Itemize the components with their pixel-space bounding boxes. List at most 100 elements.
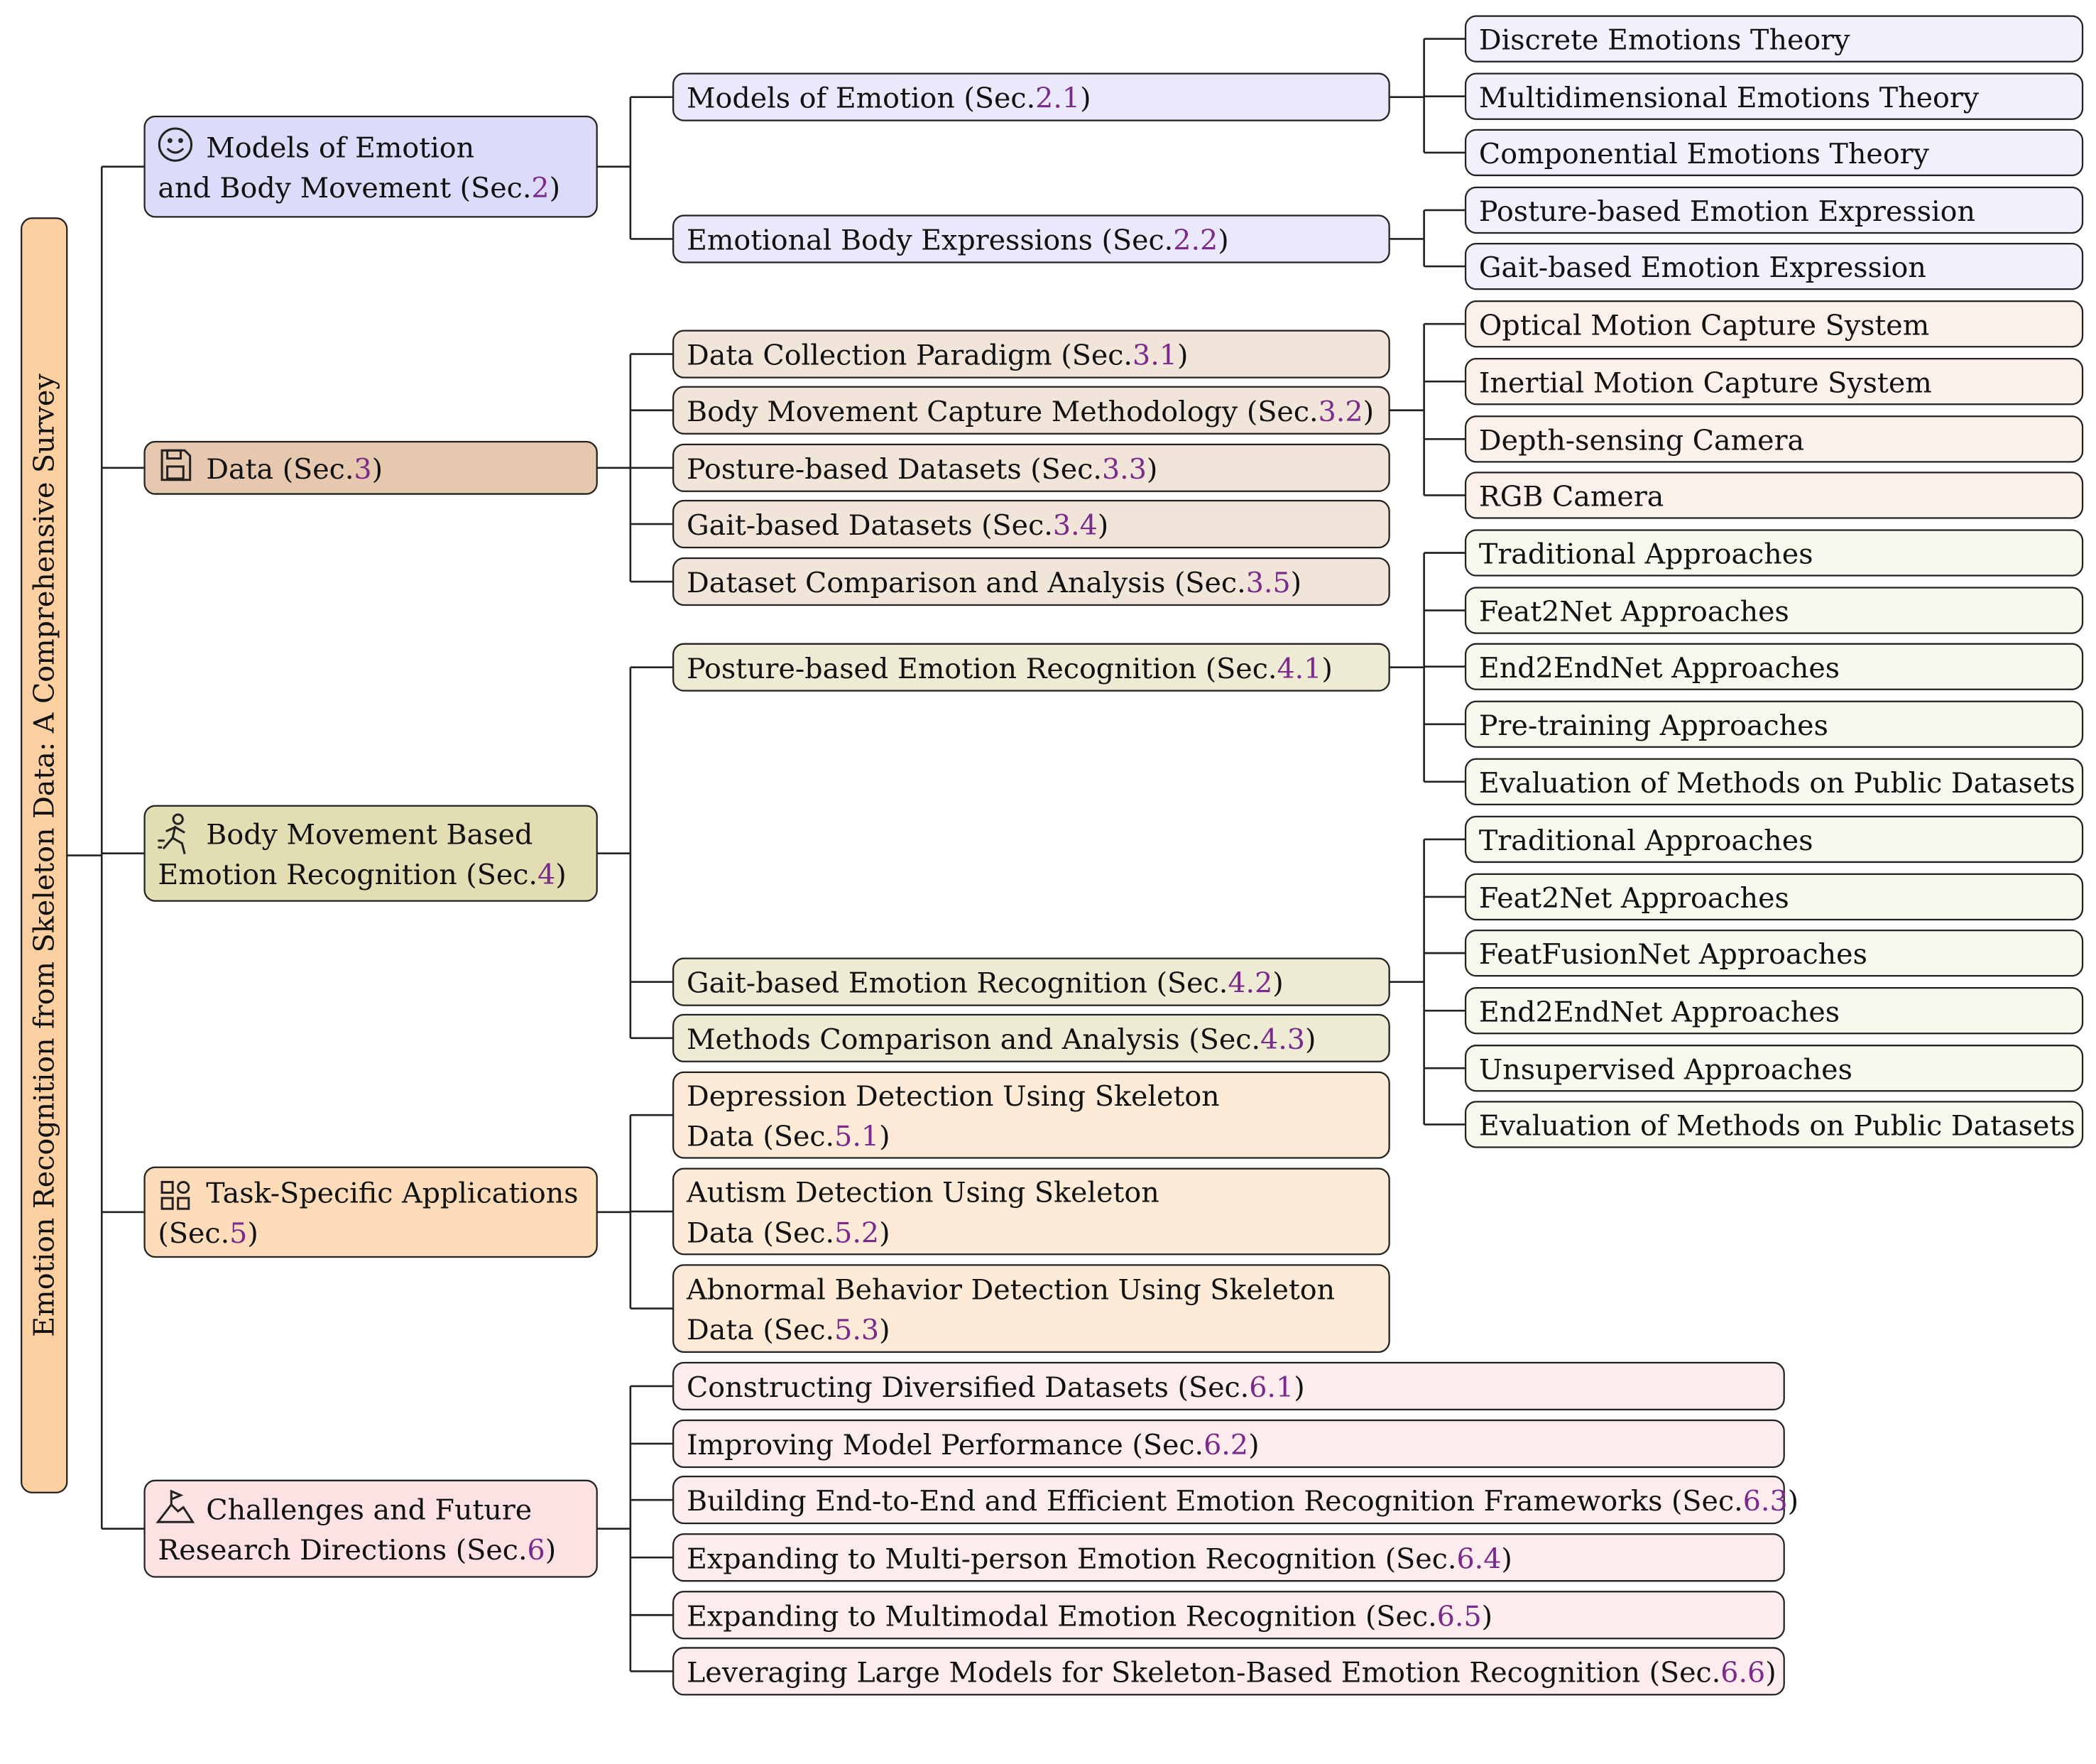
subsection-4-2-line: Gait-based Emotion Recognition (Sec. [687,967,1228,1000]
category-apps-label: Task-Specific Applications(Sec.5) [158,1177,578,1251]
leaf-node-line: RGB Camera [1479,481,1664,513]
subsection-3-5-label: Dataset Comparison and Analysis (Sec.3.5… [687,567,1301,599]
subsection-3-1-label: Data Collection Paradigm (Sec.3.1) [687,339,1188,372]
subsection-6-4-box [672,1533,1785,1582]
leaf-node-label: Feat2Net Approaches [1479,882,1789,915]
close-paren: ) [1248,1429,1259,1461]
subsection-3-4-box [672,499,1390,549]
leaf-node: Traditional Approaches [1464,815,2084,864]
subsection-4-3-box [672,1013,1390,1062]
subsection-3-2: Body Movement Capture Methodology (Sec.3… [672,386,1390,435]
subsection-6-5-line: Expanding to Multimodal Emotion Recognit… [687,1600,1437,1633]
leaf-node-label: Gait-based Emotion Expression [1479,251,1926,284]
subsection-2-2-label: Emotional Body Expressions (Sec.2.2) [687,224,1229,257]
floppy-disk-icon [160,449,192,481]
leaf-node-label: End2EndNet Approaches [1479,996,1840,1028]
section-number: 3.5 [1246,567,1291,599]
subsection-3-1-line: Data Collection Paradigm (Sec. [687,339,1132,372]
leaf-node: Componential Emotions Theory [1464,129,2084,177]
category-chal-box [143,1479,598,1578]
leaf-node-label: Feat2Net Approaches [1479,596,1789,628]
category-chal-line: Challenges and Future [206,1493,532,1526]
section-number: 4.1 [1277,653,1321,685]
category-data-line: Data (Sec. [206,453,354,486]
leaf-node: Depth-sensing Camera [1464,415,2084,463]
subsection-4-3-line: Methods Comparison and Analysis (Sec. [687,1023,1260,1056]
subsection-4-3-label: Methods Comparison and Analysis (Sec.4.3… [687,1023,1316,1056]
leaf-node-box [1464,1101,2084,1148]
leaf-node-box [1464,472,2084,519]
subsection-6-1-label: Constructing Diversified Datasets (Sec.6… [687,1371,1305,1404]
subsection-5-3-label: Abnormal Behavior Detection Using Skelet… [686,1273,1335,1346]
subsection-2-1-box [672,72,1390,121]
subsection-3-2-label: Body Movement Capture Methodology (Sec.3… [687,396,1374,428]
subsection-6-2: Improving Model Performance (Sec.6.2) [672,1419,1785,1469]
subsection-5-2-line: Autism Detection Using Skeleton [686,1177,1159,1209]
subsection-4-3: Methods Comparison and Analysis (Sec.4.3… [672,1013,1390,1062]
subsection-4-1: Posture-based Emotion Recognition (Sec.4… [672,643,1390,692]
subsection-3-3-label: Posture-based Datasets (Sec.3.3) [687,453,1157,486]
close-paren: ) [550,172,560,205]
subsection-2-2-line: Emotional Body Expressions (Sec. [687,224,1173,257]
tree-nodes: Emotion Recognition from Skeleton Data: … [21,15,2084,1696]
leaf-node-box [1464,815,2084,864]
leaf-node-box [1464,873,2084,921]
section-number: 2.1 [1035,82,1080,115]
leaf-node-box [1464,72,2084,120]
root-box [21,217,68,1493]
subsection-3-5: Dataset Comparison and Analysis (Sec.3.5… [672,557,1390,606]
section-number: 3.1 [1132,339,1177,372]
leaf-node-line: Discrete Emotions Theory [1479,24,1850,57]
subsection-6-3-label: Building End-to-End and Efficient Emotio… [687,1485,1798,1518]
leaf-node-line: Componential Emotions Theory [1479,138,1930,170]
subsection-5-3-line: Abnormal Behavior Detection Using Skelet… [686,1273,1335,1306]
subsection-6-2-line: Improving Model Performance (Sec. [687,1429,1203,1461]
section-number: 2.2 [1173,224,1218,257]
subsection-6-3-box [672,1476,1785,1525]
subsection-6-6: Leveraging Large Models for Skeleton-Bas… [672,1647,1785,1696]
subsection-6-6-label: Leveraging Large Models for Skeleton-Bas… [687,1657,1776,1689]
leaf-node-line: Feat2Net Approaches [1479,596,1789,628]
running-person-icon [158,813,186,854]
close-paren: ) [1080,82,1091,115]
subsection-3-2-line: Body Movement Capture Methodology (Sec. [687,396,1319,428]
leaf-node-box [1464,700,2084,748]
subsection-2-1-label: Models of Emotion (Sec.2.1) [687,82,1091,115]
leaf-node-label: Inertial Motion Capture System [1479,366,1932,399]
leaf-node-label: Pre-training Approaches [1479,709,1828,742]
subsection-6-1-box [672,1361,1785,1411]
leaf-node-line: Traditional Approaches [1479,538,1813,571]
close-paren: ) [1765,1657,1776,1689]
leaf-node: Feat2Net Approaches [1464,873,2084,921]
leaf-node: Pre-training Approaches [1464,700,2084,748]
subsection-6-3: Building End-to-End and Efficient Emotio… [672,1476,1798,1525]
subsection-4-1-box [672,643,1390,692]
subsection-4-2-box [672,957,1390,1006]
section-number: 4.2 [1228,967,1272,1000]
leaf-node: Traditional Approaches [1464,529,2084,577]
subsection-6-6-line: Leveraging Large Models for Skeleton-Bas… [687,1657,1720,1689]
leaf-node-label: Optical Motion Capture System [1479,309,1929,342]
apps-grid-icon [160,1180,190,1210]
leaf-node-box [1464,129,2084,177]
leaf-node-box [1464,929,2084,977]
subsection-6-5-label: Expanding to Multimodal Emotion Recognit… [687,1600,1492,1633]
section-number: 6.3 [1743,1485,1788,1518]
section-number: 3 [354,453,371,486]
category-body-box [143,805,598,902]
subsection-5-1-line: Data (Sec. [687,1121,834,1153]
leaf-node-line: End2EndNet Approaches [1479,996,1840,1028]
subsection-6-5: Expanding to Multimodal Emotion Recognit… [672,1591,1785,1640]
section-number: 5 [229,1217,247,1250]
leaf-node-line: Depth-sensing Camera [1479,424,1804,457]
category-data-box [143,440,598,495]
section-number: 6.4 [1456,1542,1501,1575]
connector-lines [67,38,1466,1672]
subsection-3-1-box [672,330,1390,379]
leaf-node-line: Multidimensional Emotions Theory [1479,82,1980,114]
